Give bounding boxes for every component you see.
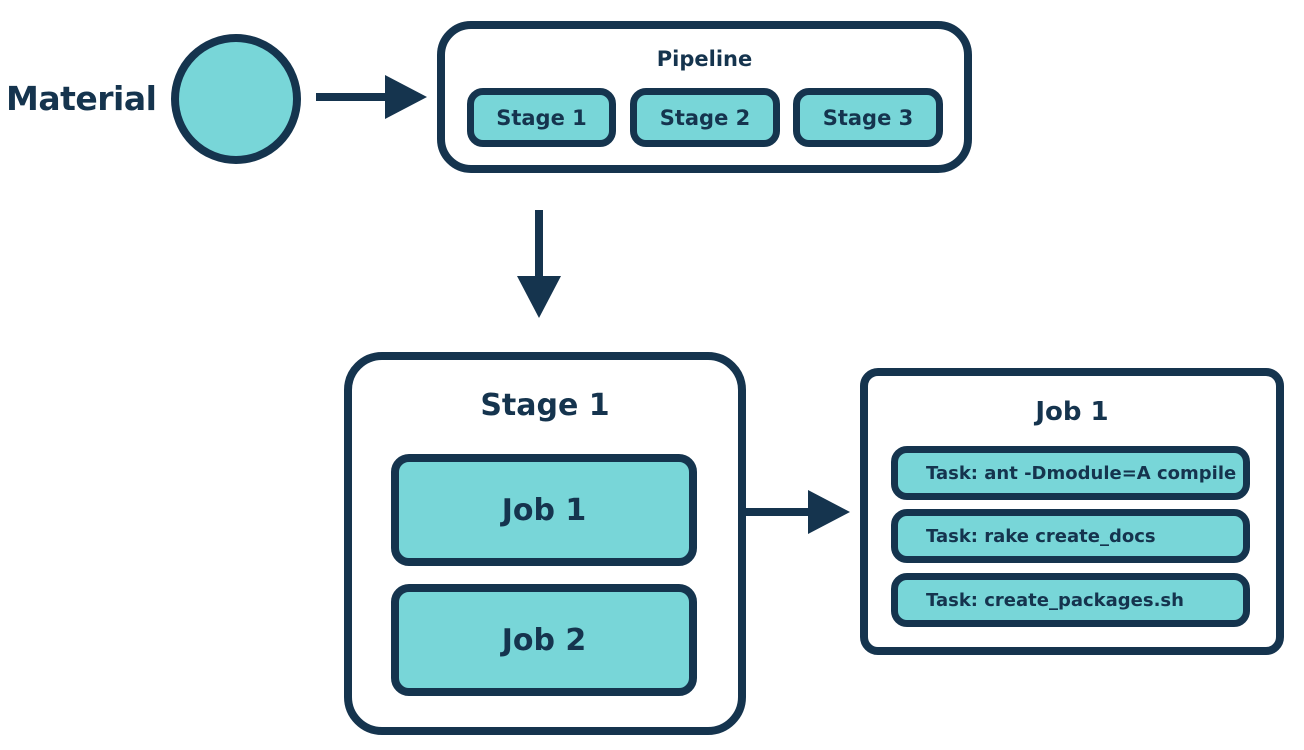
stage-title: Stage 1 xyxy=(480,388,610,423)
job-title: Job 1 xyxy=(1035,397,1109,427)
pipeline-title: Pipeline xyxy=(656,47,753,71)
stage-job-2: Job 2 xyxy=(391,584,697,696)
stage-job-1: Job 1 xyxy=(391,454,697,566)
pipeline-stage-3: Stage 3 xyxy=(793,88,943,147)
job-task-2: Task: rake create_docs xyxy=(891,509,1250,563)
pipeline-stage-2: Stage 2 xyxy=(630,88,780,147)
material-label: Material xyxy=(6,79,157,118)
pipeline-stage-1: Stage 1 xyxy=(467,88,616,147)
arrow-pipeline-to-stage-head xyxy=(517,276,561,318)
material-node xyxy=(171,34,301,164)
job-task-3: Task: create_packages.sh xyxy=(891,573,1250,627)
arrow-job-to-detail-head xyxy=(808,490,850,534)
job-task-1: Task: ant -Dmodule=A compile xyxy=(891,446,1250,500)
arrow-material-to-pipeline-head xyxy=(385,75,427,119)
